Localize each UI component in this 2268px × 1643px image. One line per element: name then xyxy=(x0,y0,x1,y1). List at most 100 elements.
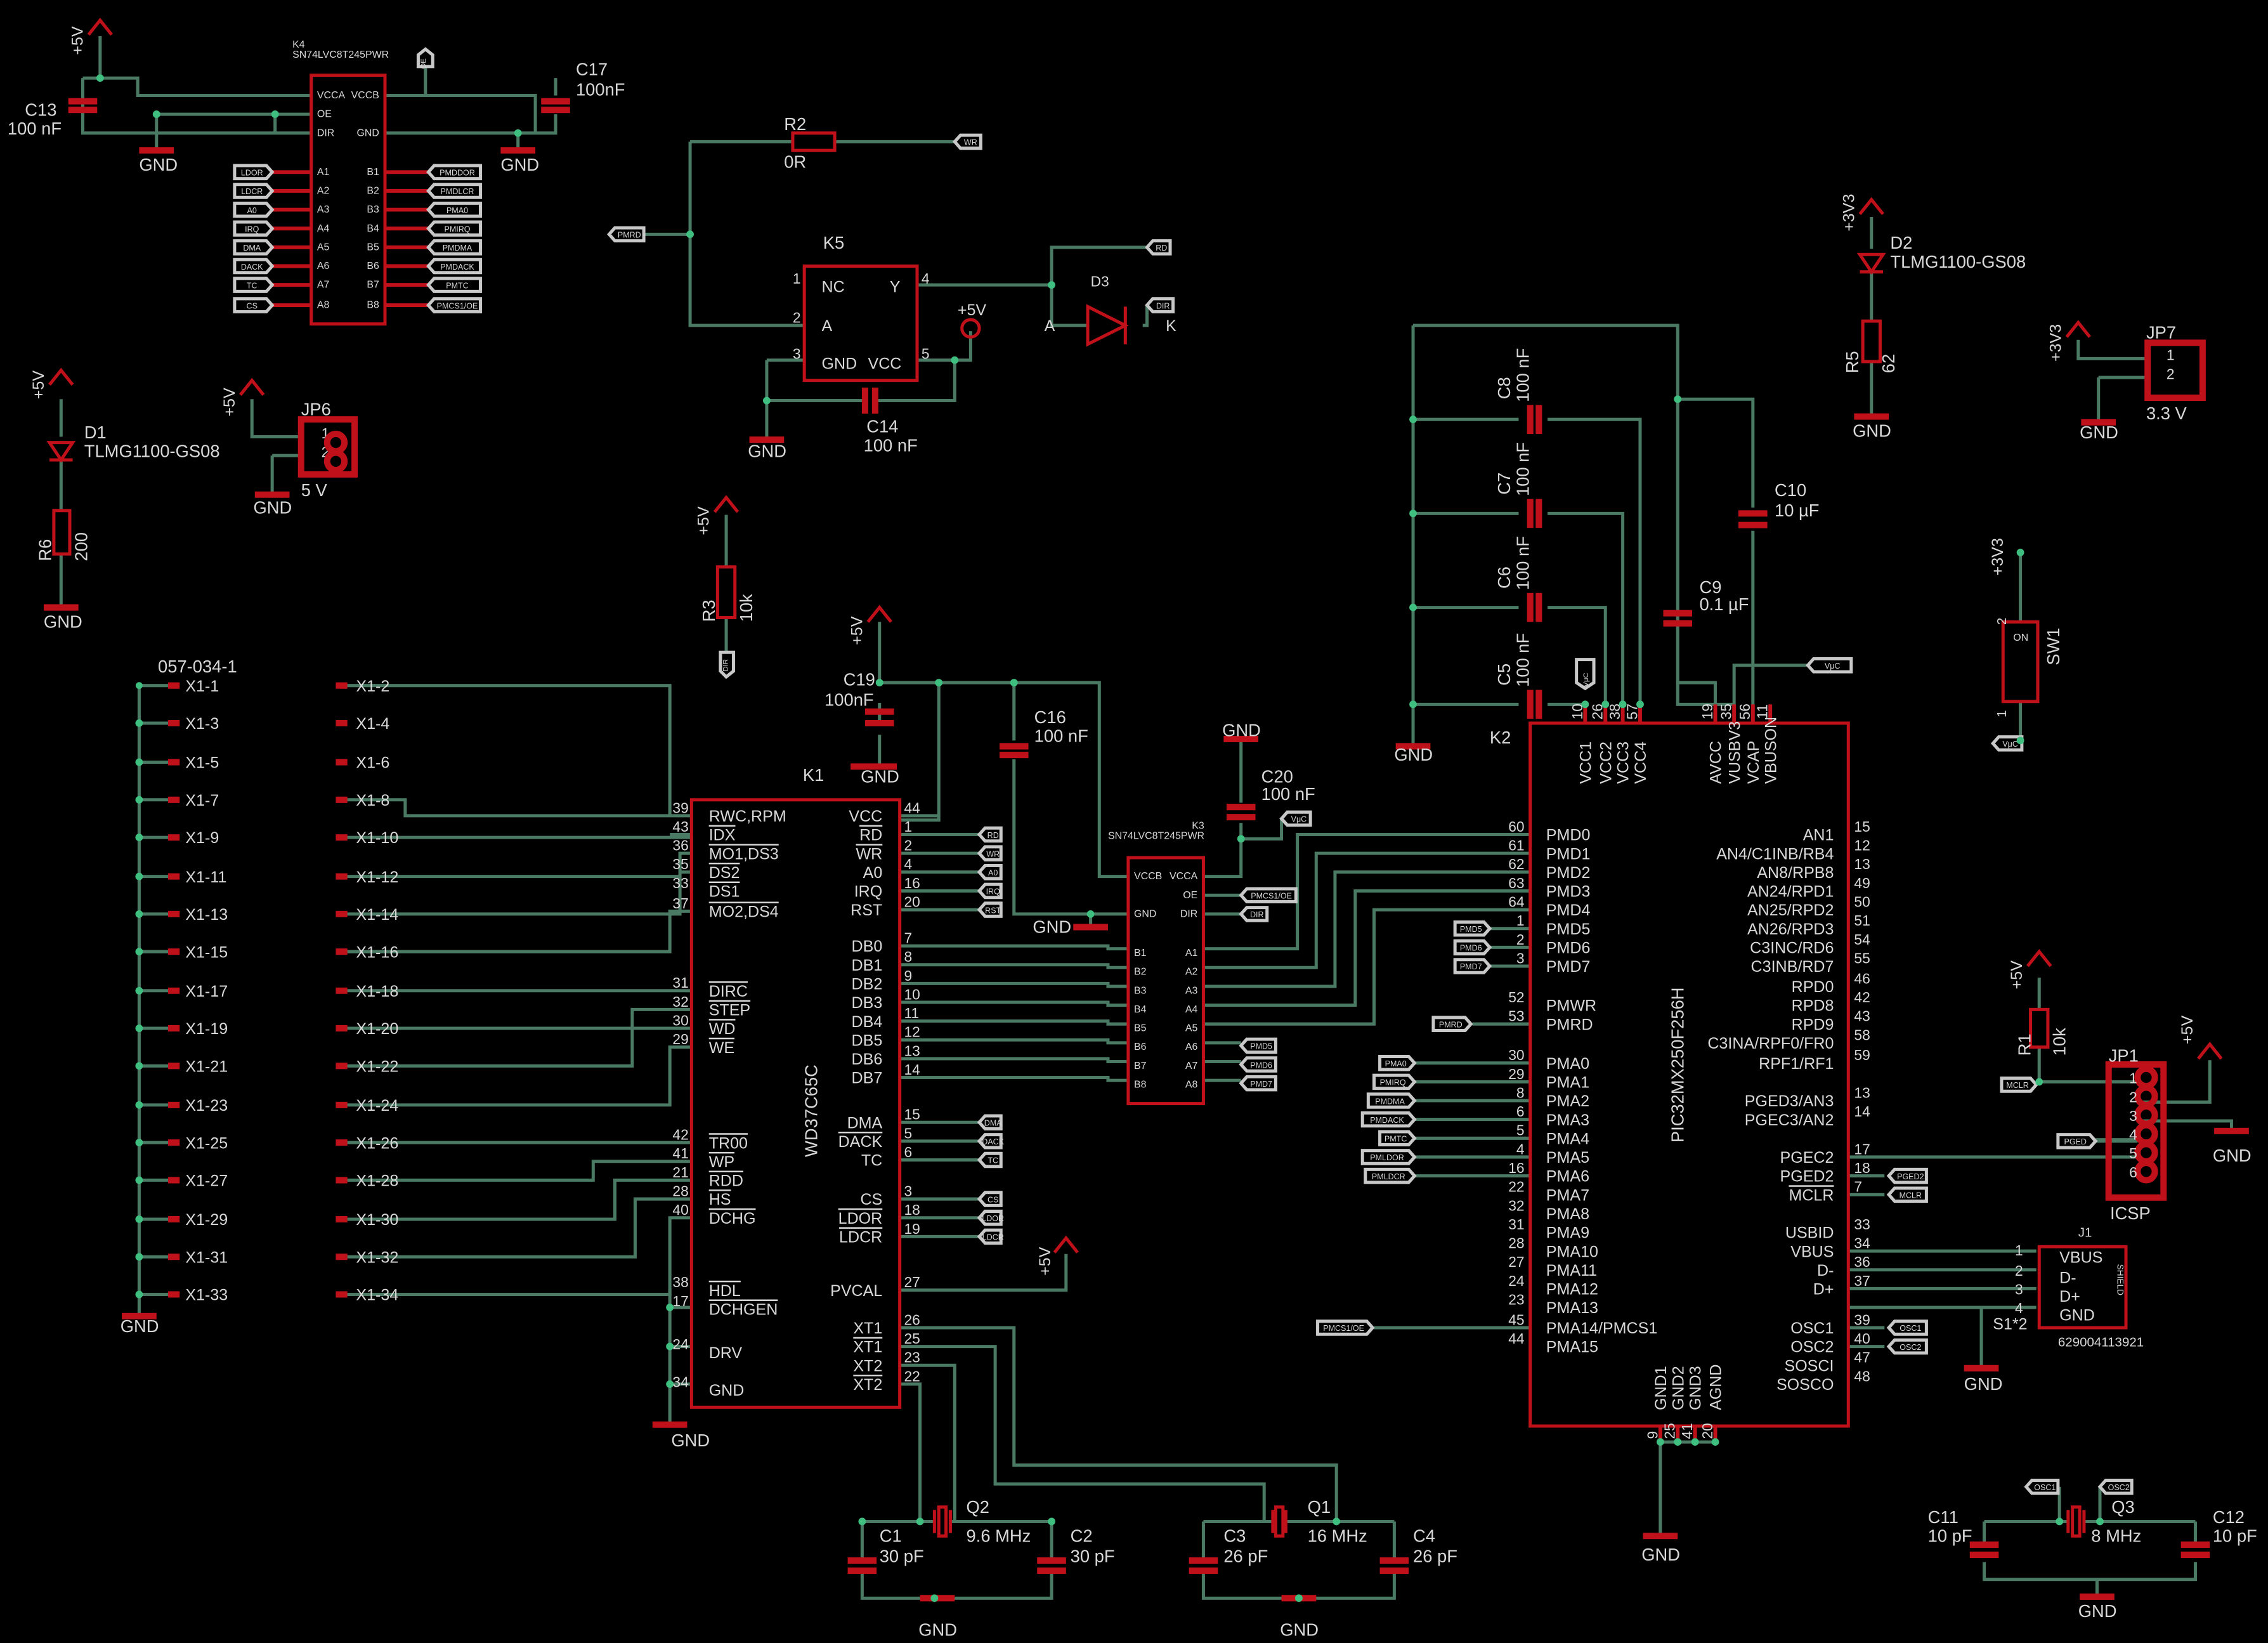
k1-pin-num: 24 xyxy=(672,1336,688,1352)
q3-box xyxy=(2071,1505,2082,1538)
k1-pin-num: 37 xyxy=(672,895,688,912)
k2-right-label-pged2: PGED2 xyxy=(1897,1172,1924,1181)
k2-pin-rpd9: RPD9 xyxy=(1792,1016,1834,1033)
k1-label-rd: RD xyxy=(987,831,999,840)
k2-pin-num: 5 xyxy=(1516,1122,1525,1139)
k4-in-label-tc-flag xyxy=(233,277,275,293)
k2-left-label-pmcs1-oe-flag xyxy=(1316,1319,1375,1336)
p5v-label-r1: +5V xyxy=(2008,960,2026,990)
k2-pin-vusbv3: VUSBV3 xyxy=(1726,721,1743,784)
k4-pin-vcca: VCCA xyxy=(317,90,346,101)
junction-dot xyxy=(1656,1438,1664,1446)
k1-pin-dchg: DCHG xyxy=(709,1210,756,1227)
k2-pin-d: D- xyxy=(1817,1262,1834,1280)
k2-pin-pmd6: PMD6 xyxy=(1546,939,1591,957)
k1-pin-ds1: DS1 xyxy=(709,883,740,901)
jp1-pin-num: 3 xyxy=(2129,1108,2137,1124)
x1-right-label: X1-18 xyxy=(356,983,398,1000)
k2-left-label-pmd5: PMD5 xyxy=(1460,925,1482,934)
k2-left-label-pmldcr: PMLDCR xyxy=(1372,1172,1405,1181)
junction-dot xyxy=(1674,1438,1682,1446)
k1-pin-db4: DB4 xyxy=(852,1013,883,1031)
c20-value: 100 nF xyxy=(1261,784,1315,804)
k2-left-label-pma0: PMA0 xyxy=(1385,1059,1407,1068)
k2-pin-vcap: VCAP xyxy=(1745,740,1763,783)
gnd-label: GND xyxy=(2213,1146,2252,1165)
junction-dot xyxy=(96,74,104,82)
j1-pin-d-: D- xyxy=(2059,1269,2076,1286)
c12-value: 10 pF xyxy=(2213,1526,2257,1545)
k2-left-label-pmirq: PMIRQ xyxy=(1380,1078,1406,1087)
k1-pin-num: 38 xyxy=(672,1274,688,1290)
k2-left-label-pmd5-flag xyxy=(1453,920,1492,937)
d2-name: D2 xyxy=(1890,233,1912,252)
sw1-body xyxy=(2001,620,2040,704)
k2-left-label-pmdack-flag xyxy=(1360,1111,1417,1128)
x1-pin-dot xyxy=(135,719,143,727)
junction-dot xyxy=(1048,281,1055,289)
k3-label-pmd6-flag xyxy=(1239,1056,1277,1073)
k5-in-label-flag xyxy=(607,226,646,243)
k1-pin-num: 8 xyxy=(904,948,912,965)
c3-symbol xyxy=(1189,1557,1218,1574)
k2-pin-num: 42 xyxy=(1854,989,1870,1005)
x1-left-label: X1-31 xyxy=(185,1248,228,1266)
d3-cathode: K xyxy=(1166,317,1176,335)
k1-pin-db0: DB0 xyxy=(852,938,883,955)
k3-pin-a7: A7 xyxy=(1185,1061,1198,1071)
x1-pin-dot xyxy=(135,1024,143,1032)
x1-pin-dot xyxy=(135,834,143,841)
k1-pin-num: 2 xyxy=(904,837,912,854)
jp1-pin-num: 1 xyxy=(2129,1070,2137,1087)
c20-name: C20 xyxy=(1261,766,1293,786)
k3-pin-a2: A2 xyxy=(1185,967,1198,978)
r3-label-flag xyxy=(719,650,735,679)
k2-pin-num: 30 xyxy=(1508,1047,1524,1063)
c13-symbol xyxy=(68,98,98,114)
k1-label-rst-flag xyxy=(977,901,1003,918)
k2-pin-gnd1: GND1 xyxy=(1652,1366,1670,1410)
q3-osc2-label-flag xyxy=(2097,1478,2134,1495)
k4-out-label-pmddor: PMDDOR xyxy=(440,169,475,178)
k2-left-label-pmd6: PMD6 xyxy=(1460,944,1482,953)
x1-right-label: X1-12 xyxy=(356,868,398,886)
k1-pin-num: 31 xyxy=(672,974,688,991)
c20-symbol xyxy=(1226,804,1256,821)
x1-right-label: X1-16 xyxy=(356,943,398,961)
k4-value: SN74LVC8T245PWR xyxy=(292,49,389,60)
jp6-value: 5 V xyxy=(301,480,328,500)
jp1-pin-pad xyxy=(2134,1122,2158,1146)
k1-pin-num: 26 xyxy=(904,1311,920,1328)
k2-right-label-osc2-flag xyxy=(1886,1338,1928,1355)
k1-label-cs: CS xyxy=(987,1195,998,1204)
c1-value: 30 pF xyxy=(880,1546,924,1566)
k3-value: SN74LVC8T245PWR xyxy=(1108,830,1204,841)
c17-value: 100nF xyxy=(576,79,625,99)
gnd-label: GND xyxy=(1033,917,1071,937)
x1-pin-dot xyxy=(135,910,143,918)
k1-pin-step: STEP xyxy=(709,1002,750,1019)
k5-pin-gnd: GND xyxy=(822,355,857,372)
k4-out-label-pma0-flag xyxy=(426,201,482,218)
r3-value: 10k xyxy=(736,594,756,622)
q2-value: 9.6 MHz xyxy=(967,1526,1031,1545)
x1-pin-dot xyxy=(135,1062,143,1070)
x1-pin-dot xyxy=(135,948,143,955)
sw1-pin1: 1 xyxy=(1995,710,2009,717)
k2-pin-num: 12 xyxy=(1854,837,1870,854)
k1-pin-num: 29 xyxy=(672,1031,688,1047)
d3-anode: A xyxy=(1045,317,1055,335)
q3-symbol xyxy=(2066,1510,2086,1533)
x1-right-label: X1-22 xyxy=(356,1057,398,1075)
x1-right-label: X1-20 xyxy=(356,1020,398,1038)
k2-right-label-osc2: OSC2 xyxy=(1900,1343,1921,1352)
x1-left-label: X1-13 xyxy=(185,906,228,924)
sw1-name: SW1 xyxy=(2043,628,2063,665)
k2-pin-num: 28 xyxy=(1508,1235,1524,1252)
k4-in-label-dma: DMA xyxy=(243,244,261,252)
junction-dot xyxy=(2016,736,2024,745)
connector-pins-and-labels: PMRDRDWRDIRDIR123456MCLRPGEDVBUS1D-2D+3G… xyxy=(323,133,2158,1495)
jp1-pin-pad xyxy=(2134,1160,2158,1184)
k2-pin-num: 39 xyxy=(1854,1311,1870,1328)
x1-right-label: X1-14 xyxy=(356,906,398,924)
